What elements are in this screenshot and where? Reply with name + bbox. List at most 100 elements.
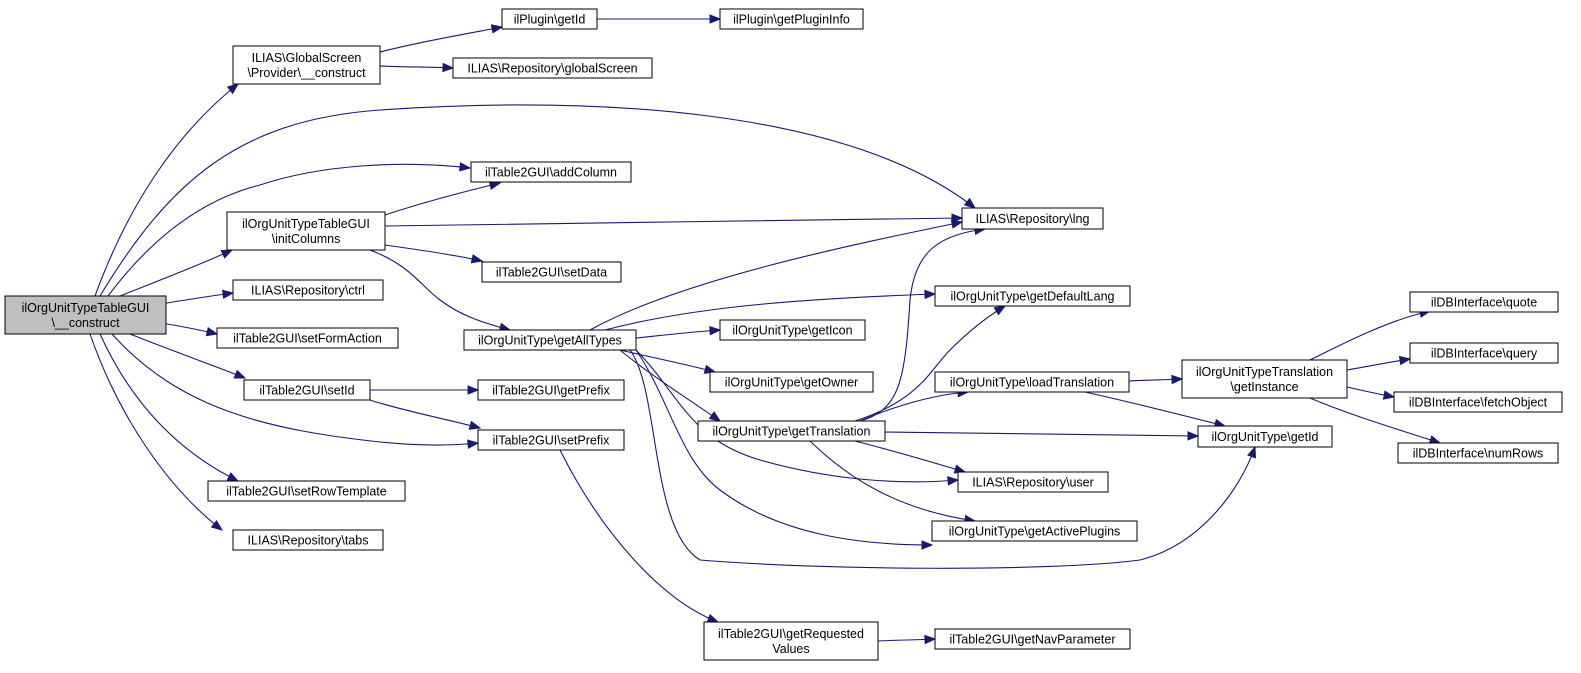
arrowhead-icon	[467, 439, 480, 449]
edge-root-to-initcolumns	[119, 249, 234, 297]
call-edges	[89, 14, 1442, 645]
node-setprefix[interactable]: ilTable2GUI\setPrefix	[477, 429, 625, 451]
node-plugin-getid[interactable]: ilPlugin\getId	[501, 8, 598, 30]
node-label: ilOrgUnitType\getOwner	[725, 376, 858, 390]
edge-line	[99, 333, 239, 482]
node-plugin-getinfo[interactable]: ilPlugin\getPluginInfo	[719, 8, 864, 30]
node-db-numrows[interactable]: ilDBInterface\numRows	[1397, 442, 1559, 464]
node-box	[719, 8, 864, 30]
edge-getalltypes-to-repo_user	[635, 349, 960, 486]
node-label: ilDBInterface\numRows	[1413, 447, 1544, 461]
node-box	[243, 379, 371, 401]
node-getactiveplugins[interactable]: ilOrgUnitType\getActivePlugins	[931, 520, 1138, 542]
node-label: ILIAS\Repository\lng	[976, 212, 1090, 226]
node-label: ilTable2GUI\setRowTemplate	[226, 485, 387, 499]
node-box	[931, 520, 1138, 542]
arrowhead-icon	[488, 180, 502, 191]
node-box	[226, 211, 386, 251]
edge-line	[379, 26, 503, 53]
edge-line	[94, 83, 239, 297]
edge-line	[1084, 391, 1226, 427]
arrowhead-icon	[950, 219, 964, 229]
edge-line	[809, 440, 976, 522]
node-setrowtemplate[interactable]: ilTable2GUI\setRowTemplate	[207, 480, 406, 502]
arrowhead-icon	[1398, 355, 1412, 366]
edge-root-to-setid	[129, 333, 247, 379]
node-getalltypes[interactable]: ilOrgUnitType\getAllTypes	[463, 329, 637, 351]
node-getowner[interactable]: ilOrgUnitType\getOwner	[709, 371, 874, 393]
edge-line	[89, 333, 223, 531]
node-repo-globalscreen[interactable]: ILIAS\Repository\globalScreen	[452, 57, 653, 79]
edge-initcolumns-to-addcolumn	[384, 180, 502, 216]
arrowhead-icon	[205, 326, 219, 337]
node-geticon[interactable]: ilOrgUnitType\getIcon	[719, 319, 866, 341]
node-box	[452, 57, 653, 79]
edge-root-to-addcolumn	[107, 162, 472, 297]
arrowhead-icon	[470, 254, 484, 264]
edge-line	[369, 399, 481, 429]
edge-line	[884, 431, 1199, 437]
node-box	[463, 329, 637, 351]
node-label: ilOrgUnitTypeTranslation	[1196, 365, 1333, 379]
arrowhead-icon	[924, 289, 937, 300]
node-type-getid[interactable]: ilOrgUnitType\getId	[1197, 425, 1333, 448]
node-initcolumns[interactable]: ilOrgUnitTypeTableGUI\initColumns	[226, 211, 386, 251]
node-label: ilOrgUnitType\loadTranslation	[950, 376, 1114, 390]
node-box	[697, 420, 886, 442]
node-repo-tabs[interactable]: ILIAS\Repository\tabs	[232, 529, 384, 551]
edge-line	[160, 292, 234, 305]
edge-setid-to-getprefix	[370, 385, 480, 395]
node-gettranslation[interactable]: ilOrgUnitType\getTranslation	[697, 420, 886, 442]
edge-line	[629, 349, 1256, 569]
edge-setprefix-to-getrequestedvalues	[559, 449, 720, 623]
node-loadtranslation[interactable]: ilOrgUnitType\loadTranslation	[934, 371, 1130, 393]
node-box	[1197, 425, 1333, 448]
node-label: ilOrgUnitType\getAllTypes	[478, 334, 622, 348]
edge-getalltypes-to-getdefaultlang	[604, 289, 937, 331]
edge-gs_construct-to-repo_globalscreen	[379, 62, 455, 73]
node-getnavparameter[interactable]: ilTable2GUI\getNavParameter	[934, 628, 1131, 650]
arrowhead-icon	[924, 634, 937, 645]
node-db-query[interactable]: ilDBInterface\query	[1409, 342, 1559, 364]
node-repo-lng[interactable]: ILIAS\Repository\lng	[961, 207, 1104, 230]
arrowhead-icon	[1382, 390, 1396, 400]
arrowhead-icon	[226, 472, 240, 482]
node-trans-getinstance[interactable]: ilOrgUnitTypeTranslation\getInstance	[1181, 359, 1348, 399]
edge-line	[859, 391, 969, 422]
node-label: Values	[772, 642, 809, 656]
node-repo-user[interactable]: ILIAS\Repository\user	[957, 471, 1109, 493]
node-box	[1409, 342, 1559, 364]
node-repo-ctrl[interactable]: ILIAS\Repository\ctrl	[232, 279, 384, 301]
node-box	[709, 371, 874, 393]
edge-initcolumns-to-setdata	[384, 244, 484, 264]
node-getprefix[interactable]: ilTable2GUI\getPrefix	[477, 379, 625, 401]
edge-line	[119, 249, 233, 297]
node-addcolumn[interactable]: ilTable2GUI\addColumn	[470, 161, 632, 183]
arrowhead-icon	[490, 24, 504, 34]
node-box	[1393, 391, 1563, 413]
edge-line	[384, 244, 483, 262]
node-db-quote[interactable]: ilDBInterface\quote	[1409, 291, 1559, 313]
node-label: ilPlugin\getPluginInfo	[733, 13, 850, 27]
node-label: ilDBInterface\quote	[1431, 296, 1537, 310]
node-label: ILIAS\Repository\user	[972, 476, 1094, 490]
node-box	[4, 295, 167, 335]
edge-line	[589, 221, 963, 331]
edge-trans_getinstance-to-db_query	[1346, 355, 1412, 371]
node-root[interactable]: ilOrgUnitTypeTableGUI\__construct	[4, 295, 167, 335]
node-box	[1181, 359, 1348, 399]
node-getdefaultlang[interactable]: ilOrgUnitType\getDefaultLang	[934, 285, 1131, 307]
node-label: ilOrgUnitType\getTranslation	[713, 425, 871, 439]
node-setid[interactable]: ilTable2GUI\setId	[243, 379, 371, 401]
arrowhead-icon	[921, 540, 934, 550]
node-gs-construct[interactable]: ILIAS\GlobalScreen\Provider\__construct	[232, 45, 381, 85]
node-db-fetchobject[interactable]: ilDBInterface\fetchObject	[1393, 391, 1563, 413]
node-setdata[interactable]: ilTable2GUI\setData	[481, 261, 622, 283]
edge-line	[384, 182, 501, 216]
node-box	[477, 429, 625, 451]
node-box	[1397, 442, 1559, 464]
node-box	[232, 529, 384, 551]
node-setformaction[interactable]: ilTable2GUI\setFormAction	[216, 327, 399, 349]
node-box	[470, 161, 632, 183]
